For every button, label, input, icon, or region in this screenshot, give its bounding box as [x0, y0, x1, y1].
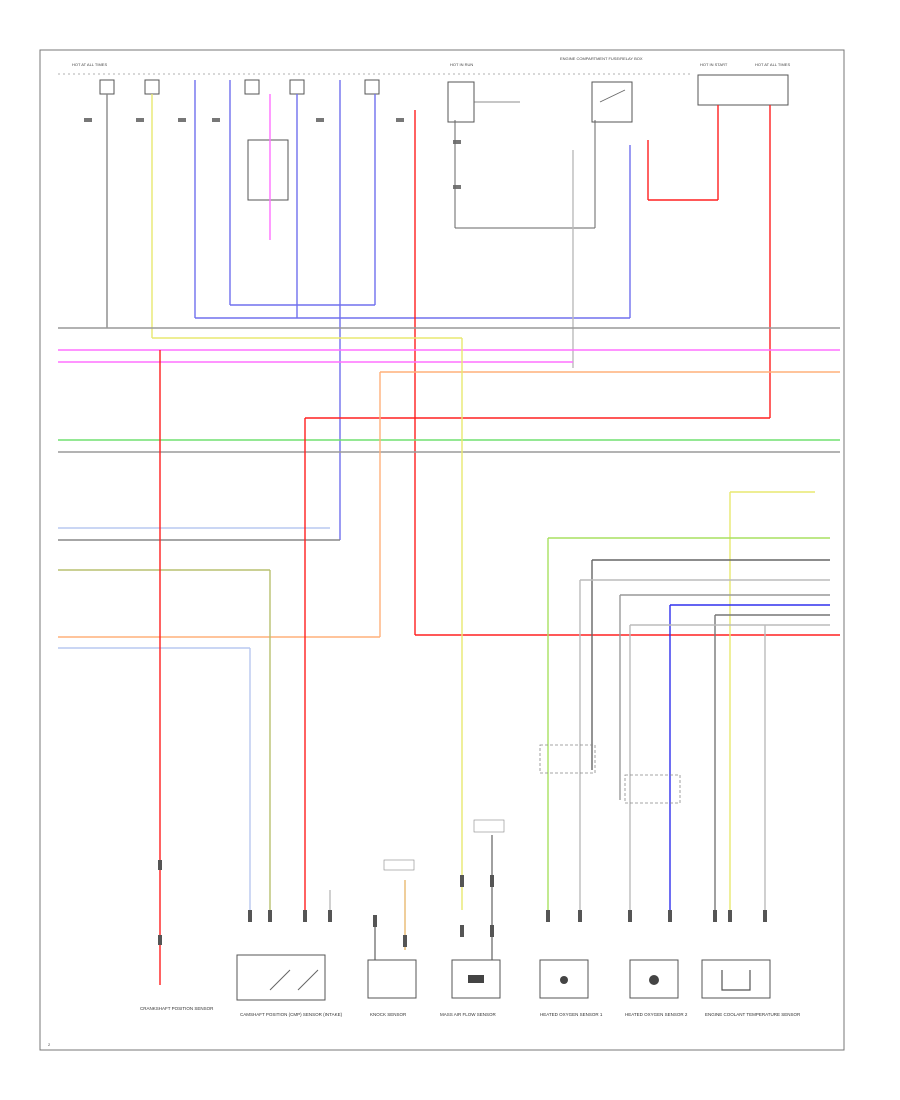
component-feed-wires — [159, 338, 493, 985]
component-label-1: CRANKSHAFT POSITION SENSOR — [140, 1006, 214, 1011]
top-label-hot-in-run: HOT IN RUN — [450, 62, 473, 67]
page-number: 2 — [48, 1042, 51, 1047]
fuse-3 — [244, 79, 260, 95]
component-label-3: KNOCK SENSOR — [370, 1012, 407, 1017]
component-label-4: MASS AIR FLOW SENSOR — [440, 1012, 497, 1017]
fuse-box-area: HOT AT ALL TIMES HOT IN RUN HOT IN START… — [58, 56, 790, 229]
component-label-7: ENGINE COOLANT TEMPERATURE SENSOR — [705, 1012, 801, 1017]
top-vertical-wires — [106, 80, 771, 635]
component-label-2: CAMSHAFT POSITION (CMP) SENSOR (INTAKE) — [240, 1012, 343, 1017]
fuse-relay-right — [697, 74, 789, 106]
component-box-6 — [701, 959, 771, 999]
horizontal-bus-wires — [58, 327, 840, 649]
fuse-5 — [364, 79, 380, 95]
relay-1 — [447, 81, 475, 123]
component-box-2 — [367, 959, 417, 999]
header-note: ENGINE COMPARTMENT FUSE/RELAY BOX — [560, 56, 643, 61]
splice-box-1 — [539, 744, 596, 774]
component-label-5: HEATED OXYGEN SENSOR 1 — [540, 1012, 603, 1017]
bottom-components — [236, 819, 771, 1001]
fuse-4 — [289, 79, 305, 95]
top-label-hot-at-all-times: HOT AT ALL TIMES — [72, 62, 107, 67]
fuse-2 — [144, 79, 160, 95]
pin-markers — [158, 860, 767, 947]
component-box-1 — [236, 954, 326, 1001]
relay-2 — [591, 81, 633, 123]
top-label-hot-at-all-times-2: HOT AT ALL TIMES — [755, 62, 790, 67]
diagram-frame — [39, 49, 845, 1051]
right-side-wires — [547, 491, 830, 910]
fuse-1 — [99, 79, 115, 95]
splice-box-2 — [624, 774, 681, 804]
component-label-6: HEATED OXYGEN SENSOR 2 — [625, 1012, 688, 1017]
component-box-3 — [451, 959, 501, 999]
splice-component — [247, 139, 289, 201]
top-label-hot-in-start: HOT IN START — [700, 62, 728, 67]
